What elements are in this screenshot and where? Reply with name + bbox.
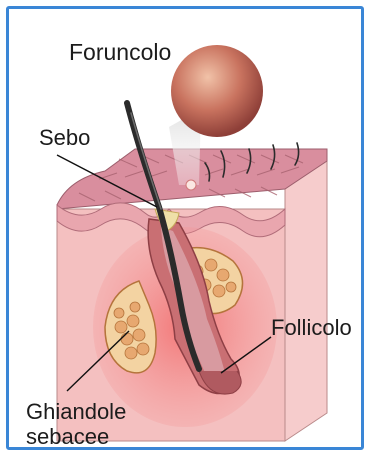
label-follicolo: Follicolo <box>271 315 352 340</box>
pimple-zoom <box>171 45 263 137</box>
label-ghiandole-sebacee: Ghiandole sebacee <box>26 399 126 450</box>
diagram-frame: Foruncolo Sebo Follicolo Ghiandole sebac… <box>6 6 364 450</box>
skin-diagram <box>9 9 364 450</box>
label-sebo: Sebo <box>39 125 90 150</box>
label-foruncolo: Foruncolo <box>69 39 171 65</box>
pimple-point <box>186 180 196 190</box>
skin-side-face <box>285 159 327 441</box>
